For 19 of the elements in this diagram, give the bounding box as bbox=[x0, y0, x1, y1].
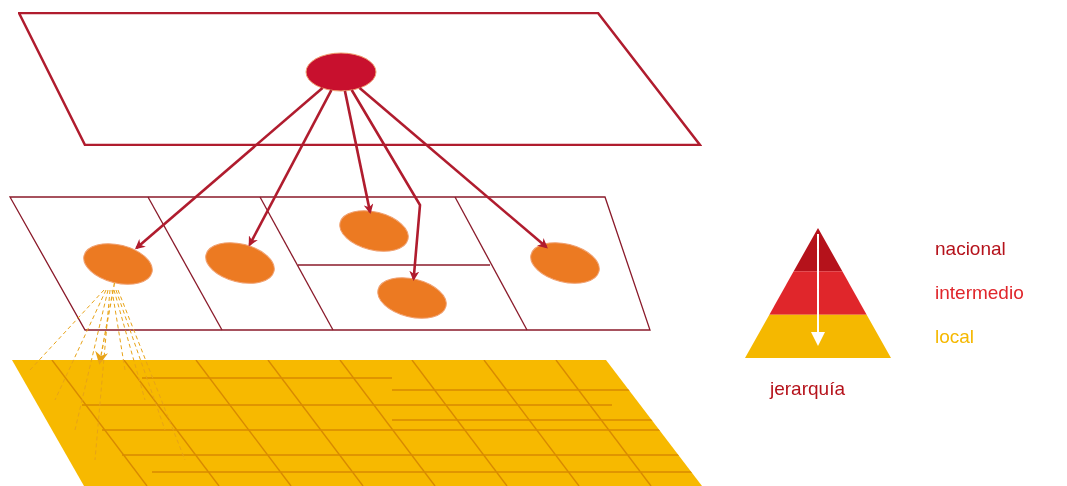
ellipse-node bbox=[304, 50, 378, 94]
arrow bbox=[95, 282, 116, 365]
plane-drawing bbox=[8, 195, 654, 332]
arrow bbox=[343, 90, 374, 215]
arrow bbox=[350, 89, 422, 281]
ellipse-node bbox=[527, 239, 603, 287]
ellipse-node bbox=[336, 207, 412, 255]
ellipse-node bbox=[374, 274, 450, 322]
legend-label: intermedio bbox=[935, 282, 1024, 304]
arrow bbox=[358, 86, 548, 249]
ellipse-node bbox=[202, 239, 278, 287]
legend-label: local bbox=[935, 326, 975, 348]
legend-label: nacional bbox=[935, 238, 1006, 260]
arrow bbox=[135, 86, 324, 250]
arrow bbox=[248, 89, 333, 247]
ellipse-node bbox=[80, 240, 156, 288]
caption-label: jerarquía bbox=[770, 378, 845, 400]
plane-drawing bbox=[18, 12, 702, 146]
plane-drawing bbox=[12, 360, 702, 486]
